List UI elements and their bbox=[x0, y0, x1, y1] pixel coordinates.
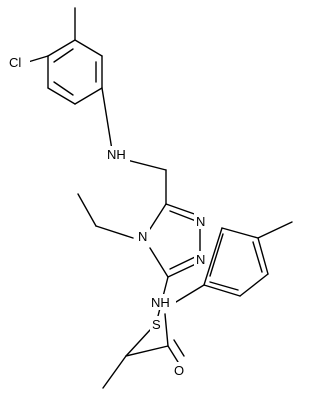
bond bbox=[125, 329, 151, 357]
bond bbox=[74, 87, 103, 105]
bond bbox=[175, 284, 205, 303]
bond bbox=[209, 281, 239, 291]
bond bbox=[167, 345, 179, 363]
bond bbox=[173, 339, 185, 357]
bond bbox=[257, 221, 293, 239]
bond bbox=[203, 284, 241, 297]
bond bbox=[239, 273, 269, 297]
bond bbox=[126, 159, 167, 171]
amine-nh-label: NH bbox=[107, 147, 126, 162]
triazole-n-top-label: N bbox=[196, 214, 205, 229]
bond bbox=[164, 313, 169, 347]
bond bbox=[149, 247, 169, 278]
bond bbox=[169, 256, 196, 270]
bond bbox=[149, 203, 167, 230]
bond bbox=[169, 210, 197, 222]
oxygen-label: O bbox=[174, 363, 184, 378]
bond bbox=[203, 227, 223, 286]
bond bbox=[257, 237, 269, 275]
bond bbox=[53, 81, 74, 96]
bond bbox=[47, 39, 76, 57]
bond bbox=[77, 193, 97, 227]
bond bbox=[209, 233, 224, 277]
triazole-n-ethyl-label: N bbox=[138, 229, 147, 244]
atom-labels: Cl NH N N N S NH O bbox=[8, 54, 208, 378]
chlorine-label: Cl bbox=[9, 55, 21, 70]
bond bbox=[252, 241, 263, 273]
bond bbox=[47, 87, 76, 105]
bond bbox=[102, 355, 127, 389]
sulfur-label: S bbox=[152, 317, 161, 332]
bond bbox=[125, 345, 169, 357]
bond bbox=[53, 48, 74, 63]
bond bbox=[95, 225, 134, 239]
bonds bbox=[27, 7, 293, 389]
triazole-n-bottom-label: N bbox=[196, 252, 205, 267]
bond bbox=[101, 87, 113, 151]
bond bbox=[27, 55, 49, 63]
amide-nh-label: NH bbox=[151, 295, 170, 310]
bond bbox=[221, 227, 259, 239]
bond bbox=[74, 39, 103, 57]
